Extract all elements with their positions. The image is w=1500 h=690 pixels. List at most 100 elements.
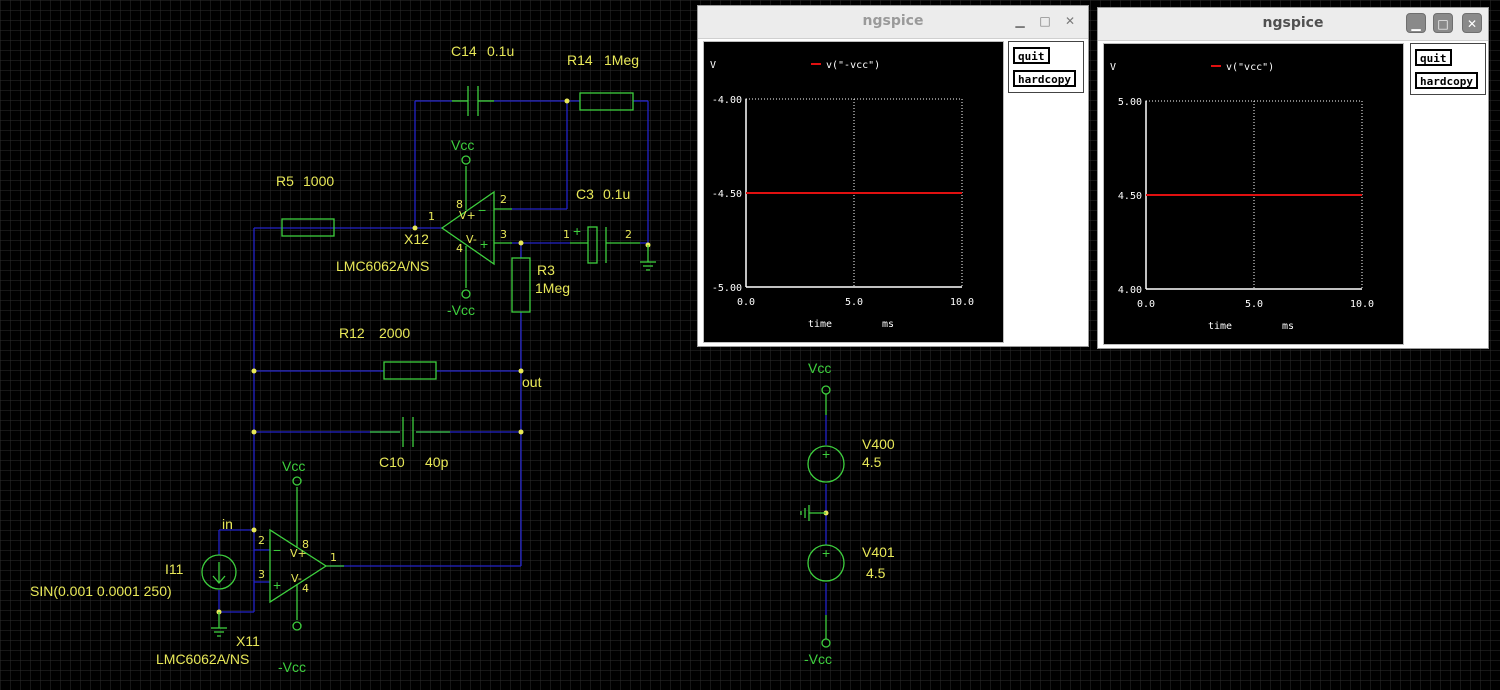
- x11-plus-sign: +: [273, 577, 281, 593]
- x12-model: LMC6062A/NS: [336, 258, 429, 274]
- x11-vcc-label: Vcc: [282, 458, 305, 474]
- x12-pin8: 8: [456, 198, 463, 211]
- x-axis-unit: ms: [1282, 321, 1294, 332]
- net-out-label: out: [522, 374, 542, 390]
- x11-ref: X11: [236, 633, 260, 649]
- r3-ref: R3: [537, 262, 555, 278]
- legend-label: v("vcc"): [1226, 62, 1274, 73]
- x-axis-label: time: [1208, 321, 1232, 332]
- y-axis-label: V: [710, 60, 716, 71]
- button-panel: quit hardcopy: [1008, 41, 1084, 93]
- close-button[interactable]: ✕: [1462, 13, 1482, 33]
- ground-symbol-i11: [211, 612, 227, 637]
- x12-neg-vcc-label: -Vcc: [447, 302, 475, 318]
- x12-vminus: V-: [466, 233, 477, 246]
- c3-value: 0.1u: [603, 186, 630, 202]
- c14-ref: C14: [451, 43, 477, 59]
- x11-pin8: 8: [302, 538, 309, 551]
- voltage-source-v401[interactable]: [807, 544, 845, 648]
- x11-vminus: V-: [291, 572, 302, 585]
- v400-plus-sign: +: [822, 446, 830, 462]
- maximize-button[interactable]: □: [1433, 13, 1453, 33]
- c3-ref: C3: [576, 186, 594, 202]
- c10-value: 40p: [425, 454, 449, 470]
- close-button[interactable]: ✕: [1064, 14, 1076, 28]
- x-tick-label: 10.0: [1350, 299, 1374, 310]
- resistor-r12[interactable]: [383, 361, 437, 380]
- voltage-source-v400[interactable]: [807, 385, 845, 483]
- v401-ref: V401: [862, 544, 895, 560]
- x12-pin2: 2: [500, 193, 507, 206]
- resistor-r14[interactable]: [579, 92, 634, 111]
- minimize-button[interactable]: ▁: [1015, 14, 1025, 28]
- x11-minus-sign: −: [273, 542, 281, 558]
- y-tick-label: -5.00: [712, 283, 742, 294]
- x12-pin3: 3: [500, 228, 507, 241]
- r12-ref: R12: [339, 325, 365, 341]
- x11-pin3: 3: [258, 568, 265, 581]
- r12-value: 2000: [379, 325, 410, 341]
- x11-model: LMC6062A/NS: [156, 651, 249, 667]
- r14-ref: R14: [567, 52, 593, 68]
- x12-plus-sign: +: [480, 236, 488, 252]
- x-axis-label: time: [808, 319, 832, 330]
- window-titlebar[interactable]: ngspice ▁ □ ✕: [1098, 8, 1488, 41]
- x12-minus-sign: −: [478, 202, 486, 218]
- y-tick-label: 4.00: [1118, 285, 1142, 296]
- hardcopy-button[interactable]: hardcopy: [1013, 70, 1076, 87]
- x12-pin1: 1: [428, 210, 435, 223]
- v401-plus-sign: +: [822, 545, 830, 561]
- v400-ref: V400: [862, 436, 895, 452]
- net-in-label: in: [222, 516, 233, 532]
- window-titlebar[interactable]: ngspice ▁ □ ✕: [698, 6, 1088, 39]
- quit-button[interactable]: quit: [1013, 47, 1050, 64]
- x11-pin4: 4: [302, 582, 309, 595]
- x12-pin4: 4: [456, 242, 463, 255]
- r3-value: 1Meg: [535, 280, 570, 296]
- x-tick-label: 5.0: [1245, 299, 1263, 310]
- legend-label: v("-vcc"): [826, 60, 880, 71]
- r5-ref: R5: [276, 173, 294, 189]
- r5-value: 1000: [303, 173, 334, 189]
- minimize-button[interactable]: ▁: [1406, 13, 1426, 33]
- v400-value: 4.5: [862, 454, 882, 470]
- ground-symbol-supply: [800, 505, 826, 521]
- capacitor-c3[interactable]: [570, 226, 640, 264]
- y-axis-label: V: [1110, 62, 1116, 73]
- opamp-x12[interactable]: [440, 155, 512, 299]
- c3-pin2: 2: [625, 228, 632, 241]
- r14-value: 1Meg: [604, 52, 639, 68]
- v401-value: 4.5: [866, 565, 886, 581]
- capacitor-c10[interactable]: [370, 417, 450, 447]
- i11-value: SIN(0.001 0.0001 250): [30, 583, 172, 599]
- y-tick-label: 4.50: [1118, 191, 1142, 202]
- opamp-x11[interactable]: [269, 476, 344, 631]
- c3-pin1: 1: [563, 228, 570, 241]
- x-tick-label: 0.0: [1137, 299, 1155, 310]
- c14-value: 0.1u: [487, 43, 514, 59]
- x11-neg-vcc-label: -Vcc: [278, 659, 306, 675]
- ground-symbol-c3: [640, 245, 656, 271]
- x11-pin2: 2: [258, 534, 265, 547]
- c10-ref: C10: [379, 454, 405, 470]
- x-tick-label: 0.0: [737, 297, 755, 308]
- y-tick-label: 5.00: [1118, 97, 1142, 108]
- y-tick-label: -4.50: [712, 189, 742, 200]
- quit-button[interactable]: quit: [1415, 49, 1452, 66]
- x12-vplus: V+: [459, 209, 476, 222]
- resistor-r3[interactable]: [511, 257, 531, 313]
- maximize-button[interactable]: □: [1039, 14, 1051, 28]
- hardcopy-button[interactable]: hardcopy: [1415, 72, 1478, 89]
- x12-vcc-label: Vcc: [451, 137, 474, 153]
- resistor-r5[interactable]: [281, 218, 335, 237]
- x11-vplus: V+: [290, 547, 307, 560]
- current-source-i11[interactable]: [201, 554, 237, 590]
- capacitor-c14[interactable]: [452, 86, 494, 116]
- c3-plus-sign: +: [573, 223, 581, 239]
- junctions: [216, 98, 829, 615]
